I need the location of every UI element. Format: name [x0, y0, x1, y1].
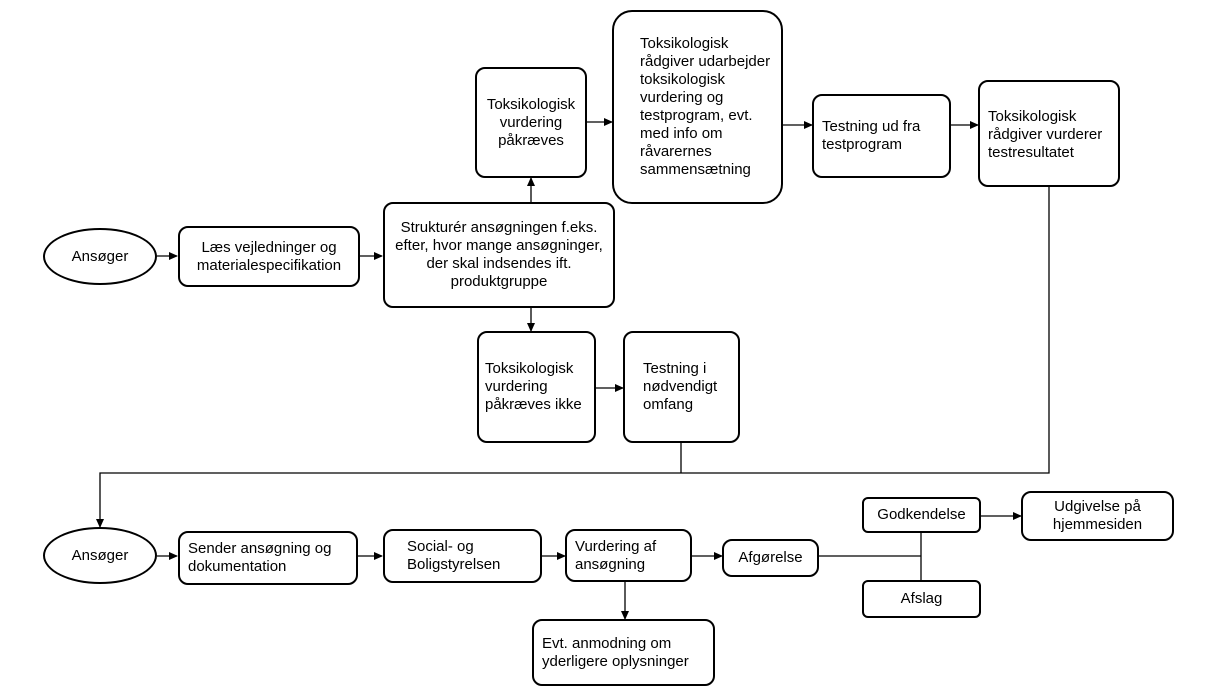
- udgivelse-node: Udgivelse på hjemmesiden: [1021, 491, 1174, 541]
- strukturer-node: Strukturér ansøgningen f.eks. efter, hvo…: [383, 202, 615, 308]
- ansoger-top-node: Ansøger: [43, 228, 157, 285]
- afgorelse-node: Afgørelse: [722, 539, 819, 577]
- godkendelse-node: Godkendelse: [862, 497, 981, 533]
- tox-raadgiver-vurderer-node: Toksikologisk rådgiver vurderer testresu…: [978, 80, 1120, 187]
- sender-node: Sender ansøgning og dokumentation: [178, 531, 358, 585]
- testning-testprogram-node: Testning ud fra testprogram: [812, 94, 951, 178]
- laes-vejledninger-node: Læs vejledninger og materialespecifikati…: [178, 226, 360, 287]
- afslag-node: Afslag: [862, 580, 981, 618]
- ansoger-bottom-node: Ansøger: [43, 527, 157, 584]
- social-boligstyrelsen-node: Social- og Boligstyrelsen: [383, 529, 542, 583]
- testning-noedvendigt-node: Testning i nødvendigt omfang: [623, 331, 740, 443]
- arrow-return-to-ansoger: [96, 472, 681, 528]
- line-vurderer-return: [681, 187, 1050, 474]
- tox-kraeves-ikke-node: Toksikologisk vurdering påkræves ikke: [477, 331, 596, 443]
- vurdering-af-ansoegning-node: Vurdering af ansøgning: [565, 529, 692, 582]
- tox-kraeves-node: Toksikologisk vurdering påkræves: [475, 67, 587, 178]
- anmodning-node: Evt. anmodning om yderligere oplysninger: [532, 619, 715, 686]
- tox-raadgiver-udarbejder-node: Toksikologisk rådgiver udarbejder toksik…: [612, 10, 783, 204]
